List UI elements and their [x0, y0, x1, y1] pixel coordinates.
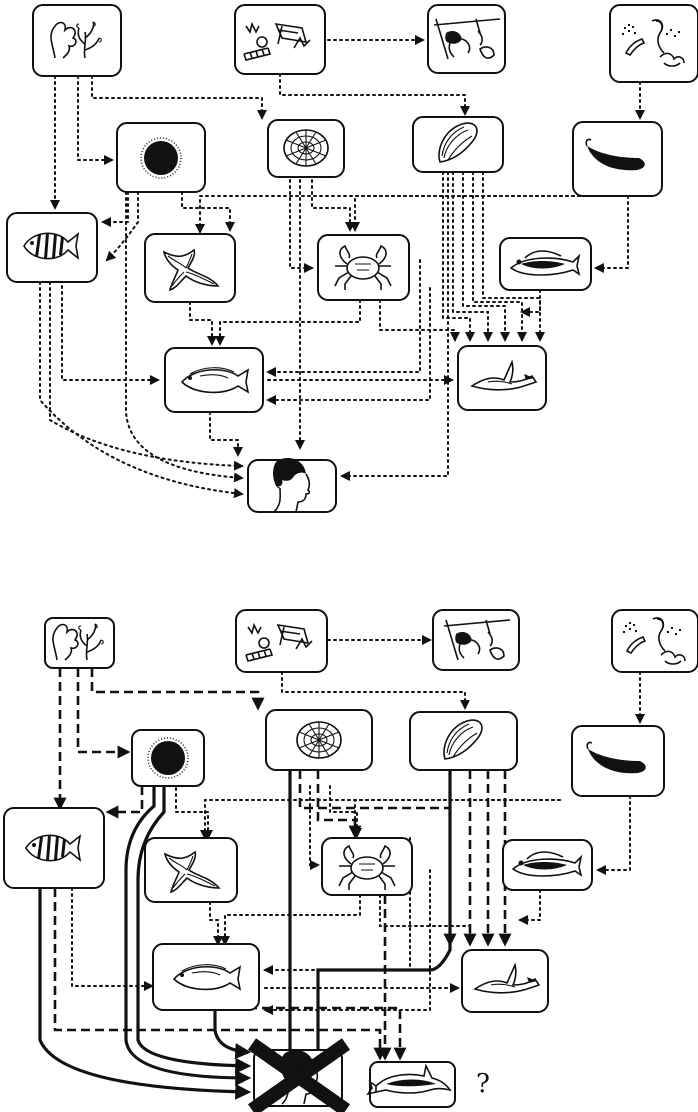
box-fish-bottom: [3, 807, 105, 889]
box-plankton-top: [234, 4, 326, 75]
box-flatfish-bottom: [152, 943, 260, 1011]
limpet-icon: [296, 721, 342, 759]
box-starfish-bottom: [144, 837, 238, 903]
box-cucumber-bottom: [571, 725, 665, 797]
box-urchin-top: [116, 122, 206, 193]
box-gull-top: [457, 345, 547, 411]
box-crab-top: [317, 234, 410, 301]
cross-icon: [247, 1038, 351, 1112]
box-blenny-top: [499, 237, 592, 291]
box-human-removed: [247, 1038, 351, 1112]
box-human-top: [247, 457, 337, 513]
box-starfish-top: [144, 233, 236, 303]
food-web-after-human-removed: ?: [3, 609, 698, 1112]
box-mussel-top: [412, 116, 504, 173]
box-seaweed-top: [32, 4, 122, 77]
box-mussel-bottom: [409, 711, 518, 771]
box-shrimp-bottom: [432, 609, 520, 671]
box-crab-bottom: [321, 837, 413, 896]
box-flatfish-top: [164, 347, 264, 413]
box-limpet-top: [267, 119, 345, 178]
limpet-icon: [283, 129, 329, 167]
box-fish-top: [6, 212, 98, 283]
food-web-before: [6, 4, 698, 513]
question-mark: ?: [476, 1069, 490, 1099]
box-urchin-bottom: [131, 729, 205, 787]
food-web-links-top: [39, 35, 645, 499]
box-dolphin: [367, 1061, 456, 1108]
box-seaweed-bottom: [44, 617, 115, 669]
box-cucumber-top: [572, 121, 663, 197]
box-worms-top: [609, 4, 698, 83]
box-limpet-bottom: [265, 709, 373, 771]
box-shrimp-top: [427, 4, 506, 74]
box-plankton-bottom: [235, 609, 328, 673]
box-worms-bottom: [611, 609, 698, 673]
food-web-links-bottom-solid: [38, 770, 452, 1100]
box-gull-bottom: [461, 949, 549, 1013]
box-blenny-bottom: [502, 839, 593, 891]
